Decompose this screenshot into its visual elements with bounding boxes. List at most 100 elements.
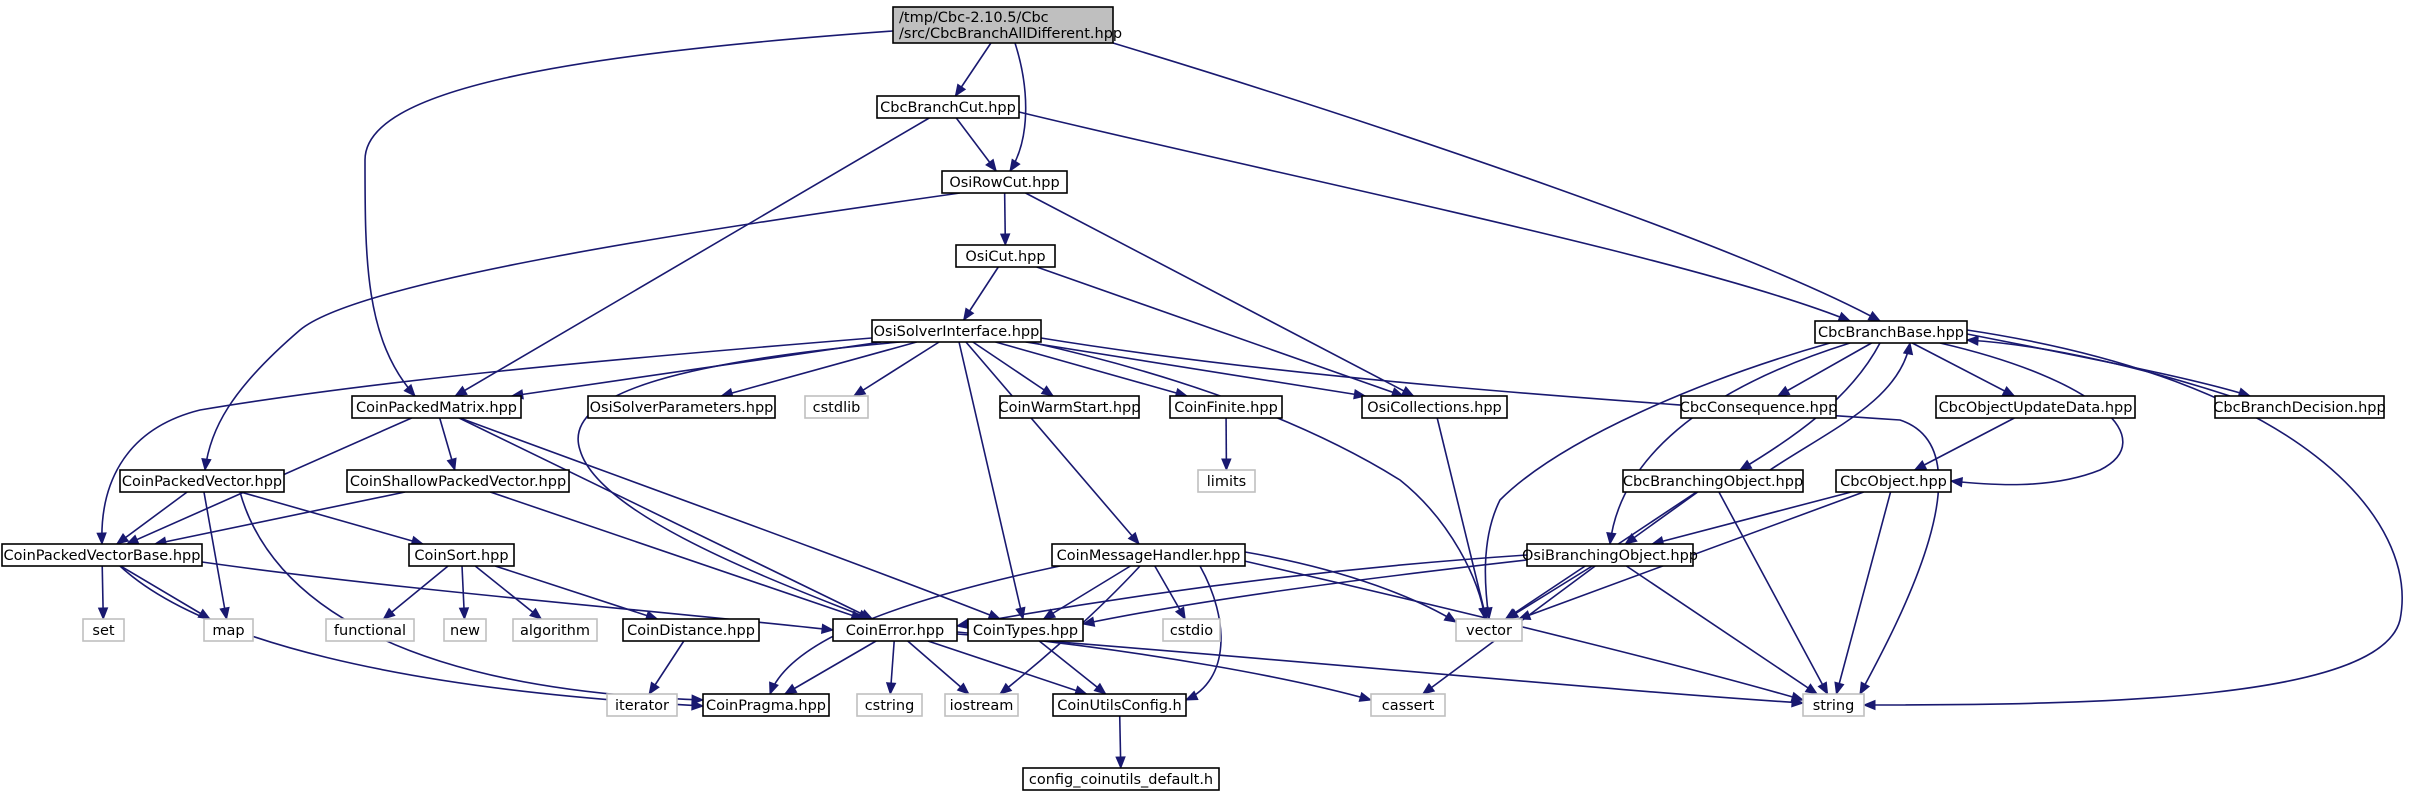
node-cstdlib-box [804, 395, 869, 419]
node-osicut-box [955, 244, 1056, 268]
node-iostream: iostream [944, 693, 1019, 717]
node-iterator-box [606, 693, 678, 717]
edge-osibranchingobject-to-vector [1506, 565, 1593, 620]
edge-cbcbranchcut-to-coinpackedmatrix-arrowhead [454, 385, 468, 397]
node-coinshallowpackedvector[interactable]: CoinShallowPackedVector.hpp [346, 469, 570, 493]
node-coinmessagehandler[interactable]: CoinMessageHandler.hpp [1051, 543, 1246, 567]
edge-coinpackedvectorbase-to-coinerror-arrowhead [820, 623, 835, 634]
node-coindistance[interactable]: CoinDistance.hpp [622, 618, 760, 642]
node-osisolverparameters-box [587, 395, 776, 419]
node-osicut[interactable]: OsiCut.hpp [955, 244, 1056, 268]
edge-cbcbranchbase-to-cbcobjectupdatedata-arrowhead [2001, 386, 2016, 397]
node-functional-label: functional [334, 623, 406, 639]
node-coinutilsconfig[interactable]: CoinUtilsConfig.h [1052, 693, 1187, 717]
node-coinsort[interactable]: CoinSort.hpp [408, 543, 515, 567]
node-cbcbranchdecision[interactable]: CbcBranchDecision.hpp [2213, 395, 2386, 419]
node-iostream-label: iostream [950, 698, 1014, 714]
node-coinpragma-box [702, 693, 830, 717]
node-vector-label: vector [1466, 623, 1512, 639]
node-coinpackedvector[interactable]: CoinPackedVector.hpp [119, 469, 285, 493]
node-cointypes-box [967, 618, 1084, 642]
node-coinmessagehandler-label: CoinMessageHandler.hpp [1057, 548, 1241, 564]
edge-coinerror-to-iostream [907, 640, 970, 695]
node-osisolverparameters[interactable]: OsiSolverParameters.hpp [587, 395, 776, 419]
edge-coinpackedvector-to-coinsort [240, 491, 424, 545]
edge-coinpackedvector-to-map-arrowhead [219, 606, 230, 621]
edge-cbcbranchbase-to-vector-arrowhead [1482, 606, 1493, 621]
edge-cbcobject-to-string [1835, 491, 1892, 695]
node-osirowcut-box [941, 170, 1068, 194]
node-cbcbranchbase[interactable]: CbcBranchBase.hpp [1814, 320, 1968, 344]
edge-cbcbranchingobject-to-string [1718, 491, 1829, 695]
edge-osibranchingobject-to-coinerror [956, 554, 1528, 627]
edge-cbcbranchingobject-to-string-arrowhead [1817, 681, 1829, 696]
node-cbcconsequence-label: CbcConsequence.hpp [1680, 400, 1838, 416]
node-coinpragma-label: CoinPragma.hpp [706, 698, 826, 714]
node-coinwarmstart-box [999, 395, 1140, 419]
edge-cbcbranchbase-to-cbcobjectupdatedata [1911, 342, 2015, 397]
node-string-label: string [1813, 698, 1855, 714]
node-coinwarmstart-label: CoinWarmStart.hpp [999, 400, 1141, 416]
edge-osisolverinterface-to-cstdlib-arrowhead [852, 385, 867, 397]
node-osicut-label: OsiCut.hpp [965, 249, 1045, 265]
node-osirowcut[interactable]: OsiRowCut.hpp [941, 170, 1068, 194]
edge-cbcbranchcut-to-cbcbranchbase [1018, 111, 1851, 322]
edge-cbcbranchingobject-to-cbcbranchbase [1769, 342, 1911, 471]
node-cbcbranchbase-box [1814, 320, 1968, 344]
node-root-box [892, 6, 1114, 44]
node-cbcobjectupdatedata[interactable]: CbcObjectUpdateData.hpp [1935, 395, 2136, 419]
node-cbcbranchcut[interactable]: CbcBranchCut.hpp [876, 95, 1020, 119]
edge-coinsort-to-functional-arrowhead [382, 607, 396, 620]
edge-coinmessagehandler-to-string-arrowhead [1790, 691, 1805, 702]
node-coindistance-label: CoinDistance.hpp [627, 623, 755, 639]
edge-osibranchingobject-to-coinerror-arrowhead [955, 618, 970, 630]
edge-cbcbranchbase-to-cbcobject-arrowhead [1949, 476, 1963, 488]
edge-osicut-to-osicollections [1036, 266, 1404, 397]
edge-osibranchingobject-to-cassert-arrowhead [1421, 682, 1436, 695]
edge-osicut-to-osisolverinterface-arrowhead [962, 307, 975, 322]
edge-coinerror-to-coinpragma [784, 640, 877, 695]
edge-coinerror-to-iostream-arrowhead [956, 682, 970, 695]
node-iterator-label: iterator [615, 698, 669, 714]
edge-cointypes-to-coinutilsconfig [1038, 640, 1107, 695]
node-cbcconsequence[interactable]: CbcConsequence.hpp [1680, 395, 1838, 419]
edge-cbcbranchbase-to-string-arrowhead [1862, 699, 1876, 711]
edge-coinpackedmatrix-to-coinshallowpackedvector-arrowhead [446, 457, 457, 472]
node-cassert: cassert [1370, 693, 1446, 717]
node-coinfinite[interactable]: CoinFinite.hpp [1169, 395, 1283, 419]
node-configcoinutils[interactable]: config_coinutils_default.h [1022, 767, 1220, 791]
node-coinpackedvectorbase[interactable]: CoinPackedVectorBase.hpp [1, 543, 203, 567]
edge-cbcbranchingobject-to-osibranchingobject [1624, 491, 1699, 545]
node-set-label: set [92, 623, 114, 639]
node-cointypes[interactable]: CoinTypes.hpp [967, 618, 1084, 642]
node-osibranchingobject[interactable]: OsiBranchingObject.hpp [1522, 543, 1698, 567]
edge-coinfinite-to-limits-arrowhead [1221, 458, 1232, 472]
node-osicollections[interactable]: OsiCollections.hpp [1361, 395, 1508, 419]
edge-coinutilsconfig-to-configcoinutils-arrowhead [1115, 756, 1126, 770]
node-osisolverinterface[interactable]: OsiSolverInterface.hpp [871, 319, 1042, 343]
node-cbcobject[interactable]: CbcObject.hpp [1835, 469, 1952, 493]
node-osibranchingobject-label: OsiBranchingObject.hpp [1522, 548, 1698, 564]
node-iostream-box [944, 693, 1019, 717]
edge-cointypes-to-coinutilsconfig-arrowhead [1093, 682, 1107, 695]
node-root-label: /src/CbcBranchAllDifferent.hpp [899, 26, 1122, 42]
node-cbcobjectupdatedata-box [1935, 395, 2136, 419]
node-cbcbranchingobject[interactable]: CbcBranchingObject.hpp [1622, 469, 1804, 493]
node-root-label: /tmp/Cbc-2.10.5/Cbc [899, 10, 1049, 26]
node-coinpragma[interactable]: CoinPragma.hpp [702, 693, 830, 717]
node-coinwarmstart[interactable]: CoinWarmStart.hpp [999, 395, 1141, 419]
node-vector-box [1455, 618, 1523, 642]
edge-osirowcut-to-osicollections [1025, 192, 1414, 397]
node-coinpackedvector-box [119, 469, 285, 493]
node-coinerror[interactable]: CoinError.hpp [832, 618, 958, 642]
node-string-box [1802, 693, 1865, 717]
edge-osisolverinterface-to-coinpackedvectorbase [101, 337, 873, 545]
node-cbcbranchcut-box [876, 95, 1020, 119]
edge-coinsort-to-functional [382, 565, 449, 620]
node-coinutilsconfig-label: CoinUtilsConfig.h [1057, 698, 1181, 714]
edge-osirowcut-to-osicut-arrowhead [999, 233, 1011, 247]
dependency-edges [96, 30, 2403, 770]
node-osisolverinterface-box [871, 319, 1042, 343]
edge-coinpackedvector-to-map [203, 491, 228, 620]
node-coinpackedmatrix[interactable]: CoinPackedMatrix.hpp [351, 395, 522, 419]
